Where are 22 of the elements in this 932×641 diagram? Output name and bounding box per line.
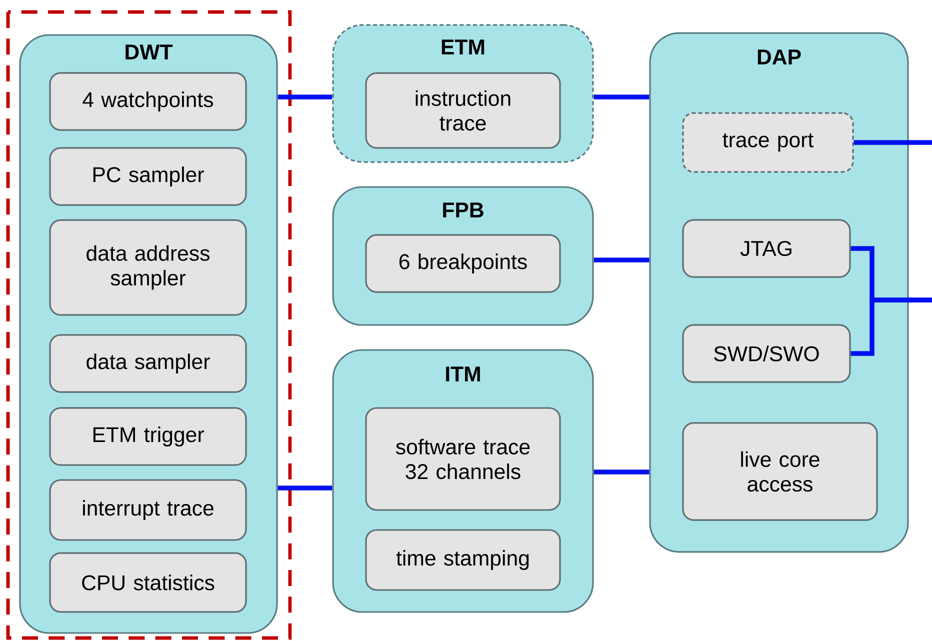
component-box: trace port (682, 112, 854, 173)
component-box: JTAG (682, 219, 851, 278)
connector-line (594, 470, 650, 474)
component-box: 6 breakpoints (365, 234, 561, 293)
component-box: time stamping (365, 529, 561, 591)
component-box: interrupt trace (49, 479, 247, 541)
connector-line (854, 140, 932, 145)
component-box: 4 watchpoints (49, 72, 247, 131)
component-box: instruction trace (365, 72, 561, 149)
component-box: data address sampler (49, 219, 247, 316)
component-box: data sampler (49, 334, 247, 393)
component-box: ETM trigger (49, 407, 247, 466)
connector-line (278, 94, 332, 100)
connector-line (850, 298, 932, 356)
component-box: SWD/SWO (682, 324, 851, 383)
connector-line (594, 258, 650, 262)
component-box: software trace 32 channels (365, 407, 561, 511)
connector-line (594, 94, 650, 100)
component-box: live core access (682, 422, 878, 521)
component-box: CPU statistics (49, 552, 247, 613)
connector-line (278, 486, 332, 490)
component-box: PC sampler (49, 147, 247, 206)
